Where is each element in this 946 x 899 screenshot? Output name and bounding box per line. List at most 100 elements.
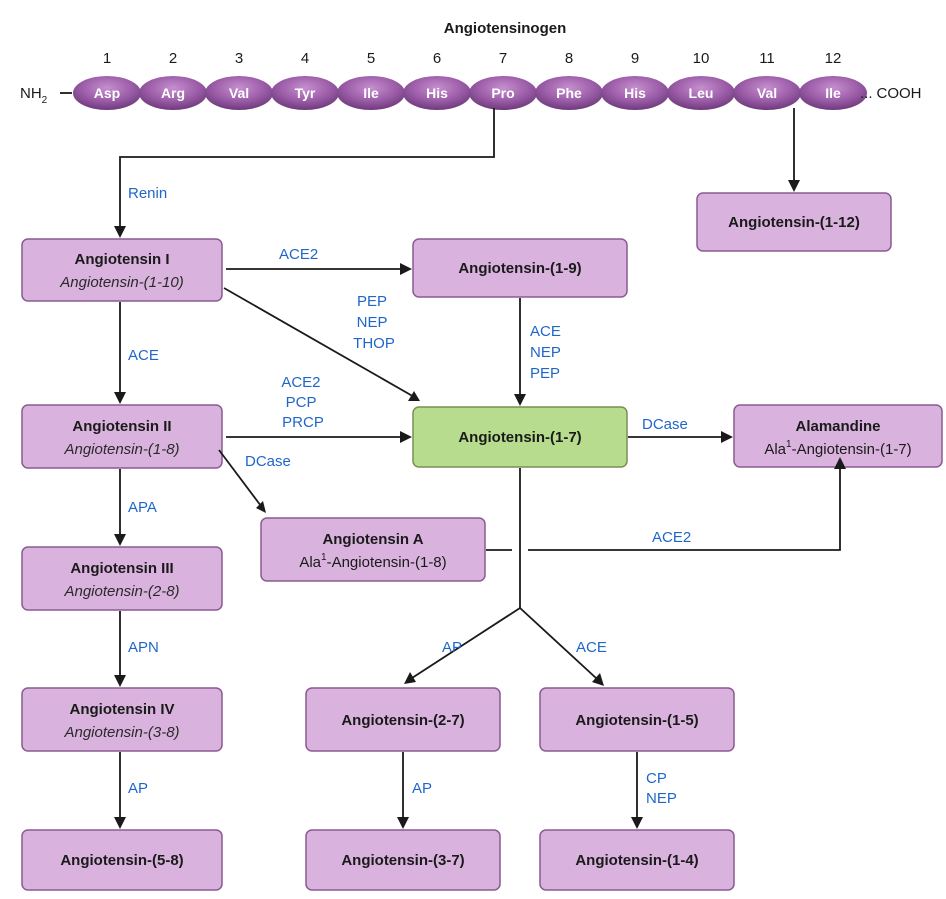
node-alamandine-name: Alamandine xyxy=(795,418,880,435)
arrowhead-pep-nep-thop xyxy=(408,391,420,401)
edge-renin xyxy=(119,108,495,226)
arrowhead-ap-branch xyxy=(404,672,416,684)
residue-label: Phe xyxy=(556,85,582,101)
enzyme-ace-nep-pep: ACE NEP PEP xyxy=(530,323,565,382)
residue-label: Asp xyxy=(94,85,120,101)
node-box-ang-1-4 xyxy=(539,829,735,891)
residue-oval xyxy=(601,76,669,110)
enzyme-ap-mid: AP xyxy=(412,780,432,797)
enzyme-ace2-pcp-prcp: ACE2 PCP PRCP xyxy=(281,374,324,431)
node-ang-a-sub: Ala1-Angiotensin-(1-8) xyxy=(299,552,446,571)
node-ang-iii-sub: Angiotensin-(2-8) xyxy=(63,583,179,600)
residue-label: Pro xyxy=(491,85,514,101)
residue-position: 1 xyxy=(103,50,111,67)
enzyme-labels: Renin ACE2 PEP NEP THOP ACE NEP PEP ACE … xyxy=(128,185,691,807)
arrowhead-cp-nep xyxy=(631,817,643,829)
arrowhead-apa xyxy=(114,534,126,546)
arrowhead-ace-nep-pep xyxy=(514,394,526,406)
enzyme-ace-branch: ACE xyxy=(576,639,607,656)
residue-label: Val xyxy=(229,85,249,101)
node-ang-1-9-name: Angiotensin-(1-9) xyxy=(458,260,581,277)
residue-oval xyxy=(337,76,405,110)
node-box-ang-3-7 xyxy=(305,829,501,891)
enzyme-ace2-bottom: ACE2 xyxy=(652,529,691,546)
node-box-ang-1-5 xyxy=(539,687,735,752)
arrowhead-1-12 xyxy=(788,180,800,192)
residue-label: Ile xyxy=(363,85,379,101)
node-ang-iii-name: Angiotensin III xyxy=(70,560,173,577)
arrowhead-ace2-pcp-prcp xyxy=(400,431,412,443)
connectors xyxy=(114,108,846,829)
residue-oval xyxy=(469,76,537,110)
node-ang-iv-name: Angiotensin IV xyxy=(70,701,175,718)
residue-position: 12 xyxy=(825,50,842,67)
residue-oval xyxy=(205,76,273,110)
enzyme-cp-nep: CP NEP xyxy=(646,770,677,807)
residue-position: 8 xyxy=(565,50,573,67)
node-box-ang-2-7 xyxy=(305,687,501,752)
residue-oval xyxy=(403,76,471,110)
node-box-ang-a xyxy=(260,517,486,582)
arrowhead-renin xyxy=(114,226,126,238)
residue-position: 7 xyxy=(499,50,507,67)
residue-position: 4 xyxy=(301,50,309,67)
edge-pep-nep-thop xyxy=(223,287,417,399)
arrowhead-ace2-top xyxy=(400,263,412,275)
residue-position: 11 xyxy=(759,50,775,67)
residue-position: 5 xyxy=(367,50,375,67)
n-terminus: NH2 xyxy=(20,85,48,106)
node-ang-1-12-name: Angiotensin-(1-12) xyxy=(728,214,860,231)
arrowhead-ace-left xyxy=(114,392,126,404)
node-ang-5-8-name: Angiotensin-(5-8) xyxy=(60,852,183,869)
enzyme-pep-nep-thop: PEP NEP THOP xyxy=(353,293,395,352)
residue-position: 10 xyxy=(693,50,710,67)
residue-label: Ile xyxy=(825,85,841,101)
enzyme-dcase-mid: DCase xyxy=(245,453,291,470)
node-box-ang-1-7 xyxy=(412,406,628,468)
enzyme-apn: APN xyxy=(128,639,159,656)
node-ang-ii-sub: Angiotensin-(1-8) xyxy=(63,441,179,458)
diagram-title: Angiotensinogen xyxy=(444,20,567,37)
residue-oval xyxy=(271,76,339,110)
node-ang-1-7-name: Angiotensin-(1-7) xyxy=(458,429,581,446)
enzyme-apa: APA xyxy=(128,499,157,516)
node-alamandine-sub: Ala1-Angiotensin-(1-7) xyxy=(764,439,911,458)
residue-oval xyxy=(667,76,735,110)
node-ang-ii-name: Angiotensin II xyxy=(72,418,171,435)
enzyme-ace-left: ACE xyxy=(128,347,159,364)
node-ang-iv-sub: Angiotensin-(3-8) xyxy=(63,724,179,741)
residue-label: His xyxy=(624,85,646,101)
residue-label: His xyxy=(426,85,448,101)
node-ang-i-name: Angiotensin I xyxy=(75,251,170,268)
residue-oval xyxy=(535,76,603,110)
residue-label: Tyr xyxy=(295,85,316,101)
residue-label: Arg xyxy=(161,85,185,101)
arrowhead-ap-left xyxy=(114,817,126,829)
edge-ace-branch xyxy=(519,607,597,679)
residue-position: 3 xyxy=(235,50,243,67)
node-box-ang-ii xyxy=(21,404,223,469)
arrowhead-apn xyxy=(114,675,126,687)
arrowhead-ace2-bottom xyxy=(834,457,846,469)
edge-ap-branch xyxy=(411,607,521,679)
residue-oval xyxy=(799,76,867,110)
arrowhead-dcase-right xyxy=(721,431,733,443)
node-ang-3-7-name: Angiotensin-(3-7) xyxy=(341,852,464,869)
enzyme-renin: Renin xyxy=(128,185,167,202)
residue-position: 9 xyxy=(631,50,639,67)
enzyme-ap-branch: AP xyxy=(442,639,462,656)
residue-position: 6 xyxy=(433,50,441,67)
node-ang-1-4-name: Angiotensin-(1-4) xyxy=(575,852,698,869)
node-ang-i-sub: Angiotensin-(1-10) xyxy=(59,274,183,291)
node-box-ang-1-12 xyxy=(696,192,892,252)
edge-dcase-mid xyxy=(218,449,262,507)
arrowhead-dcase-mid xyxy=(256,501,266,513)
residue-oval xyxy=(733,76,801,110)
node-box-ang-iv xyxy=(21,687,223,752)
c-terminus: ...COOH xyxy=(860,85,922,102)
node-box-ang-1-9 xyxy=(412,238,628,298)
arrowhead-ace-branch xyxy=(592,673,604,686)
residue-position: 2 xyxy=(169,50,177,67)
node-box-ang-i xyxy=(21,238,223,302)
